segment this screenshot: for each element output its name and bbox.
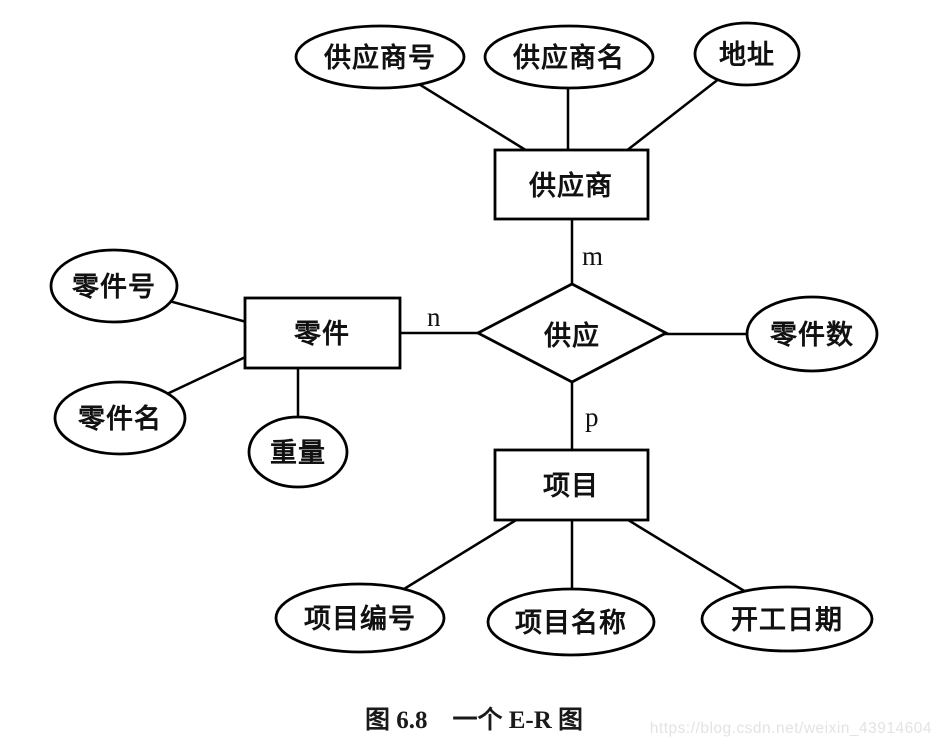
- attribute-label-start-date: 开工日期: [731, 605, 843, 635]
- attribute-label-supplier-no: 供应商号: [323, 42, 436, 73]
- attribute-ellipse-weight: [247, 415, 349, 489]
- watermark-url: https://blog.csdn.net/weixin_43914604: [650, 720, 932, 737]
- attribute-ellipse-supplier-no: [294, 24, 466, 90]
- attribute-ellipse-part-name: [53, 380, 187, 456]
- entity-rect-supplier: [493, 148, 650, 221]
- attribute-ellipse-supplier-name: [483, 24, 655, 90]
- attribute-label-project-no: 项目编号: [304, 603, 416, 634]
- attribute-ellipse-part-count: [745, 295, 879, 373]
- attribute-label-supplier-name: 供应商名: [512, 42, 625, 73]
- attribute-ellipse-address: [693, 21, 801, 87]
- connector-lines: [113, 56, 812, 619]
- attribute-shapes: [49, 21, 879, 657]
- shape-labels: 供应商号 供应商名 地址 供应商 供应 零件 零件号 零件名 重量 零件数 项目…: [71, 40, 854, 638]
- attribute-label-part-no: 零件号: [71, 272, 156, 302]
- entity-shapes: [243, 148, 650, 522]
- entity-label-part: 零件: [293, 319, 350, 349]
- cardinality-label-m: m: [582, 241, 603, 271]
- attribute-ellipse-project-name: [486, 587, 656, 657]
- attribute-label-part-count: 零件数: [769, 320, 854, 350]
- figure-caption: 图 6.8 一个 E-R 图: [365, 706, 583, 734]
- attribute-label-weight: 重量: [270, 438, 326, 468]
- cardinality-labels: m n p: [427, 241, 603, 432]
- cardinality-label-n: n: [427, 302, 441, 332]
- attribute-ellipse-project-no: [274, 582, 446, 654]
- attribute-label-address: 地址: [719, 40, 775, 70]
- entity-label-supplier: 供应商: [528, 170, 613, 201]
- attribute-label-project-name: 项目名称: [515, 607, 627, 638]
- cardinality-label-p: p: [585, 402, 599, 432]
- entity-rect-part: [243, 296, 402, 370]
- entity-rect-project: [493, 448, 650, 522]
- attribute-label-part-name: 零件名: [77, 403, 162, 434]
- attribute-ellipse-start-date: [700, 585, 874, 653]
- relationship-diamond-supply: [474, 282, 670, 384]
- attribute-ellipse-part-no: [49, 248, 179, 324]
- relationship-label-supply: 供应: [543, 320, 600, 351]
- entity-label-project: 项目: [543, 471, 599, 501]
